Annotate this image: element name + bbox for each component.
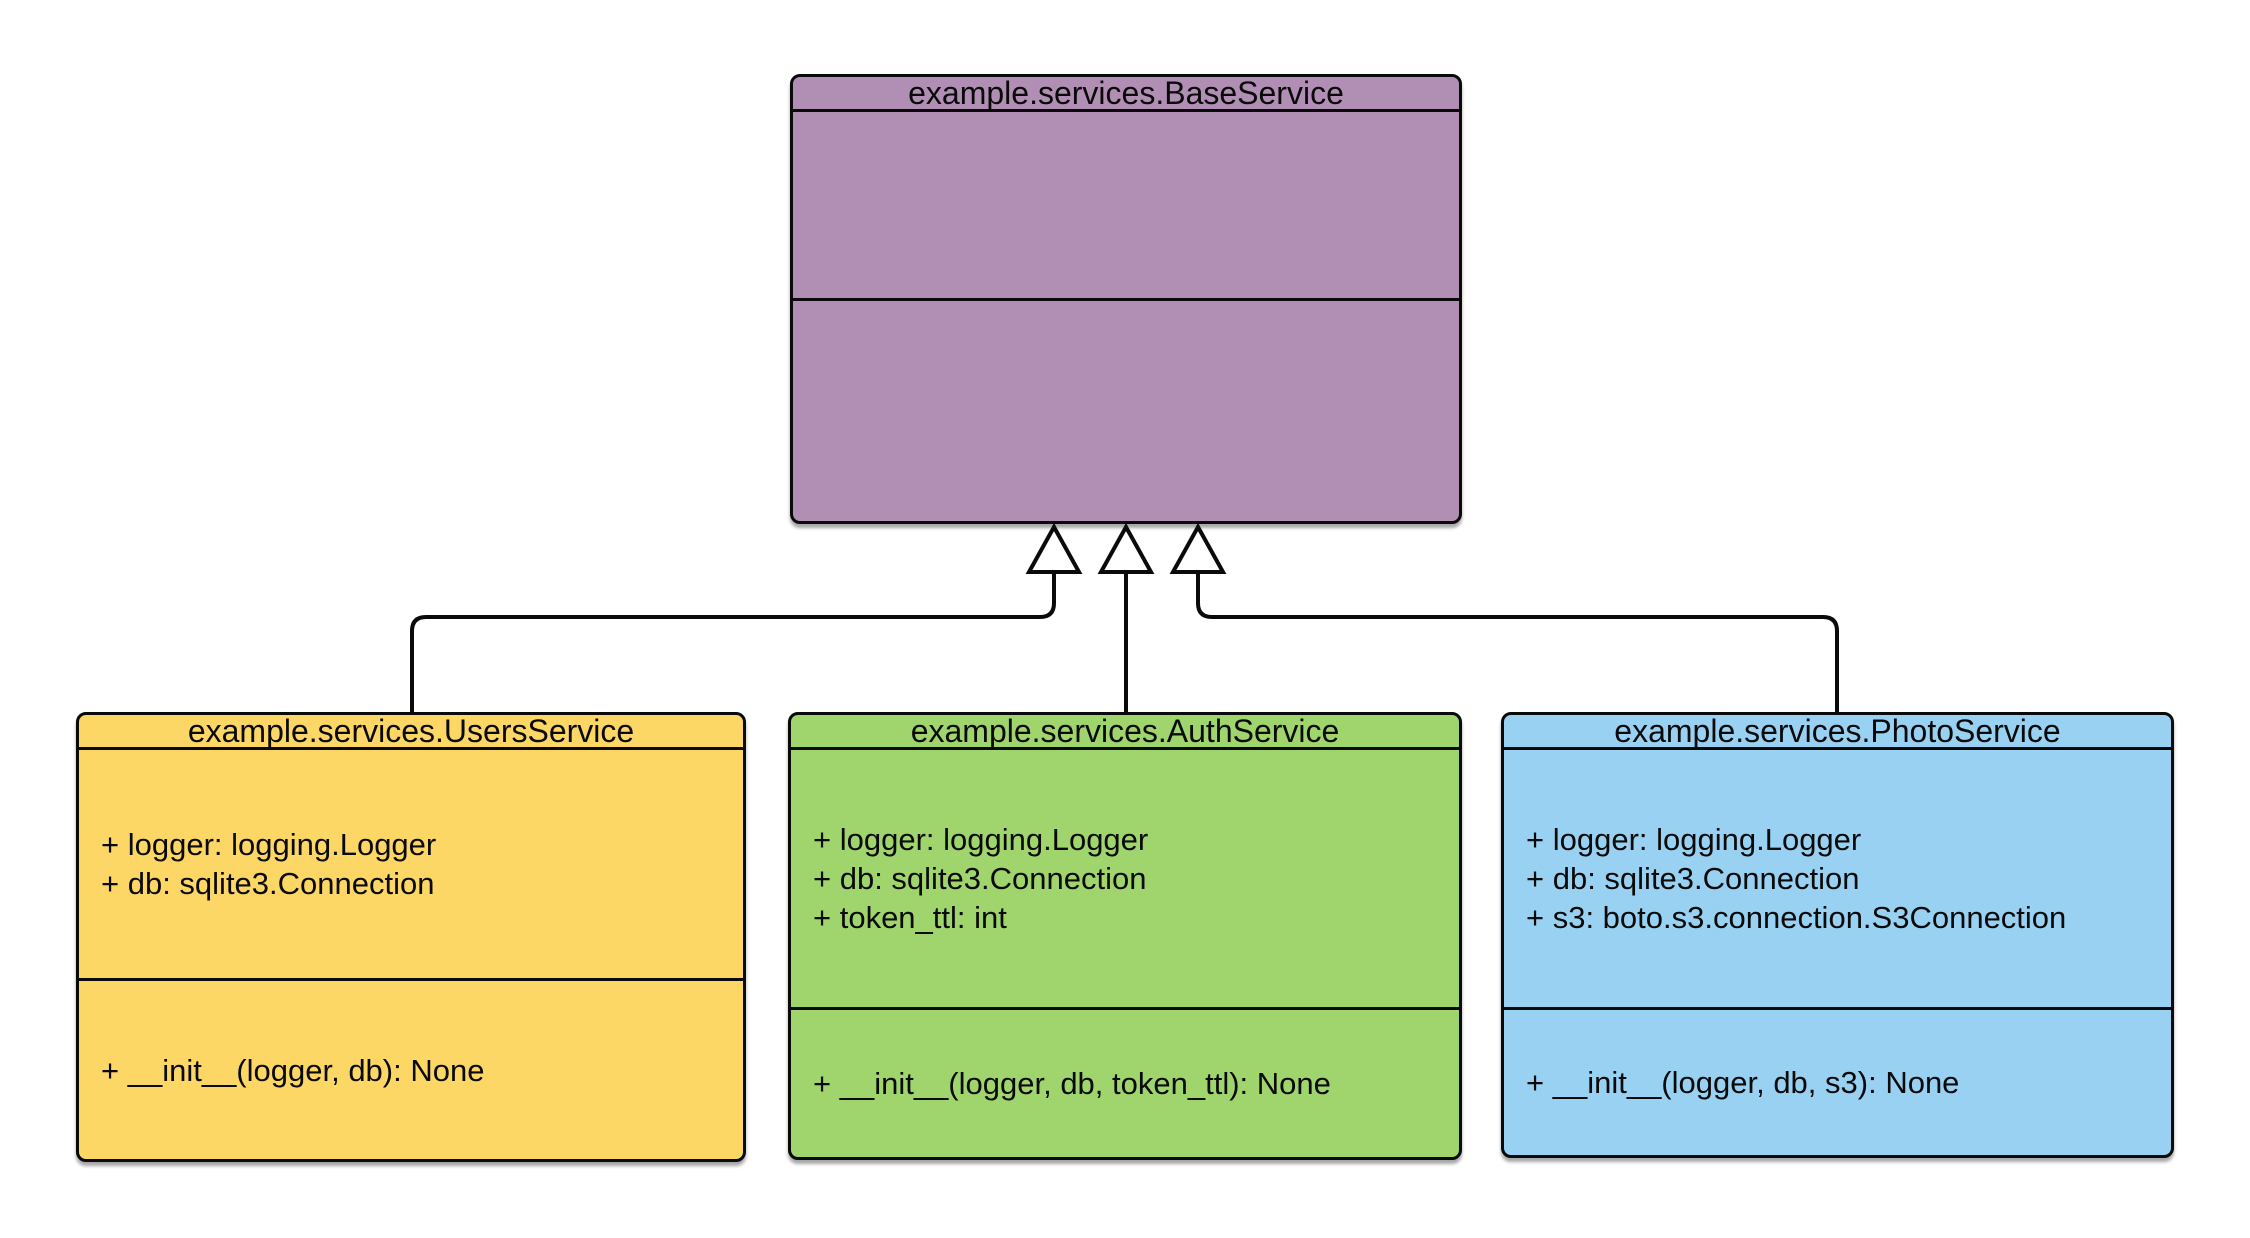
attribute-line: + s3: boto.s3.connection.S3Connection xyxy=(1526,900,2067,935)
class-title-photo-service: example.services.PhotoService xyxy=(1504,715,2171,750)
class-box-users-service: example.services.UsersService + logger: … xyxy=(76,712,746,1162)
class-methods-users-service: + __init__(logger, db): None xyxy=(79,981,743,1159)
attribute-line: + logger: logging.Logger xyxy=(1526,822,1862,857)
class-box-base-service: example.services.BaseService xyxy=(790,74,1462,524)
attribute-line: + db: sqlite3.Connection xyxy=(1526,861,1860,896)
attribute-line: + token_ttl: int xyxy=(813,900,1007,935)
method-line: + __init__(logger, db, s3): None xyxy=(1526,1065,1960,1100)
attribute-line: + db: sqlite3.Connection xyxy=(101,866,435,901)
attribute-line: + logger: logging.Logger xyxy=(813,822,1149,857)
attribute-line: + logger: logging.Logger xyxy=(101,827,437,862)
generalization-arrowhead-photo xyxy=(1169,522,1227,574)
class-box-auth-service: example.services.AuthService + logger: l… xyxy=(788,712,1462,1160)
class-title-users-service: example.services.UsersService xyxy=(79,715,743,750)
class-title-auth-service: example.services.AuthService xyxy=(791,715,1459,750)
method-line: + __init__(logger, db, token_ttl): None xyxy=(813,1066,1331,1101)
class-attributes-users-service: + logger: logging.Logger + db: sqlite3.C… xyxy=(79,750,743,981)
class-methods-auth-service: + __init__(logger, db, token_ttl): None xyxy=(791,1010,1459,1157)
class-attributes-auth-service: + logger: logging.Logger + db: sqlite3.C… xyxy=(791,750,1459,1010)
class-attributes-base-service xyxy=(793,112,1459,301)
generalization-arrowhead-auth xyxy=(1097,522,1155,574)
generalization-arrowhead-users xyxy=(1025,522,1083,574)
class-box-photo-service: example.services.PhotoService + logger: … xyxy=(1501,712,2174,1158)
class-title-base-service: example.services.BaseService xyxy=(793,77,1459,112)
attribute-line: + db: sqlite3.Connection xyxy=(813,861,1147,896)
connector-photo-to-base xyxy=(1196,570,1839,712)
method-line: + __init__(logger, db): None xyxy=(101,1052,485,1088)
connector-users-to-base xyxy=(410,570,1056,712)
class-methods-photo-service: + __init__(logger, db, s3): None xyxy=(1504,1010,2171,1155)
class-methods-base-service xyxy=(793,301,1459,521)
class-attributes-photo-service: + logger: logging.Logger + db: sqlite3.C… xyxy=(1504,750,2171,1010)
